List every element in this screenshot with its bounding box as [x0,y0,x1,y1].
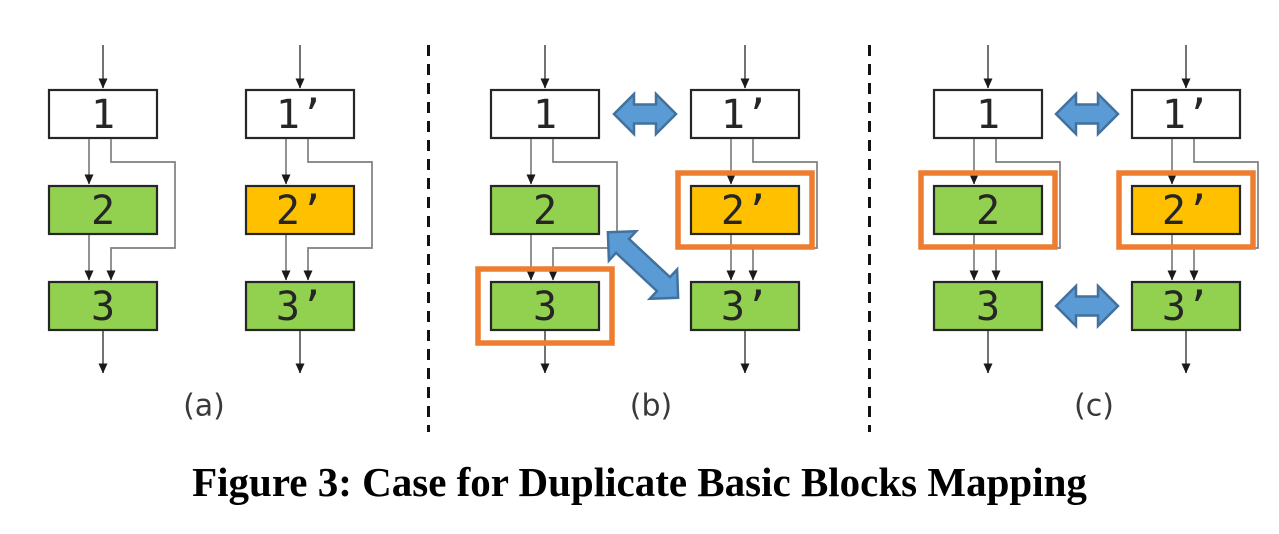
highlight-box-2-prime [1116,170,1256,250]
block-3 [932,280,1044,332]
block-label: 3 [91,284,115,330]
block-3-prime [1130,280,1242,332]
block-label: 2 [533,188,557,234]
block-label: 1’ [1162,92,1210,138]
block-2-prime [689,184,801,236]
panel-b-label: (b) [630,389,672,424]
panel-b-cfg-left: 1 2 3 [489,45,618,374]
block-3 [489,280,601,332]
block-2-prime [1130,184,1242,236]
block-label: 3’ [1162,284,1210,330]
panel-a-label: (a) [183,389,225,424]
block-label: 3 [533,284,557,330]
block-3 [47,280,159,332]
block-3-prime [244,280,356,332]
mapping-arrow-1-1prime [612,90,678,138]
panel-c-label: (c) [1074,389,1114,424]
block-2-prime [244,184,356,236]
block-label: 2’ [276,188,324,234]
mapping-arrow-1-1prime [1054,90,1120,138]
skip-edge-1-3 [991,139,1061,281]
block-label: 2’ [1162,188,1210,234]
highlight-box-2 [918,170,1058,250]
block-label: 3 [976,284,1000,330]
block-label: 3’ [276,284,324,330]
block-2 [489,184,601,236]
block-label: 2 [976,188,1000,234]
skip-edge-1-3 [548,139,618,281]
panel-c: 1 2 3 1’ 2’ 3’ (c) [918,45,1259,424]
block-1 [932,88,1044,140]
panel-a-cfg-left: 1 2 3 [47,45,176,374]
block-label: 2’ [721,188,769,234]
block-2 [47,184,159,236]
skip-edge-1-3 [748,139,818,281]
panel-c-cfg-left: 1 2 3 [932,45,1061,374]
block-label: 1’ [721,92,769,138]
figure-caption: Figure 3: Case for Duplicate Basic Block… [192,459,1087,505]
skip-edge-1-3 [303,139,373,281]
mapping-arrow-3-3prime [1054,282,1120,330]
skip-edge-1-3 [106,139,176,281]
panel-b: 1 2 3 1’ 2’ 3’ (b) [475,45,818,424]
block-label: 1 [91,92,115,138]
panel-c-cfg-right: 1’ 2’ 3’ [1130,45,1259,374]
block-1-prime [689,88,801,140]
block-2 [932,184,1044,236]
highlight-box-2-prime [675,170,815,250]
highlight-box-3 [475,266,615,346]
block-1-prime [1130,88,1242,140]
panel-a: 1 2 3 1’ 2’ 3’ (a) [47,45,373,424]
panel-a-cfg-right: 1’ 2’ 3’ [244,45,373,374]
block-1 [47,88,159,140]
panel-b-cfg-right: 1’ 2’ 3’ [689,45,818,374]
skip-edge-1-3 [1189,139,1259,281]
block-3-prime [689,280,801,332]
block-1-prime [244,88,356,140]
block-label: 1 [533,92,557,138]
block-label: 1’ [276,92,324,138]
block-label: 3’ [721,284,769,330]
mapping-arrow-3-2prime-diagonal [606,229,680,301]
block-label: 2 [91,188,115,234]
figure-canvas: 1 2 3 1’ 2’ 3’ (a) [47,45,1259,432]
block-label: 1 [976,92,1000,138]
block-1 [489,88,601,140]
